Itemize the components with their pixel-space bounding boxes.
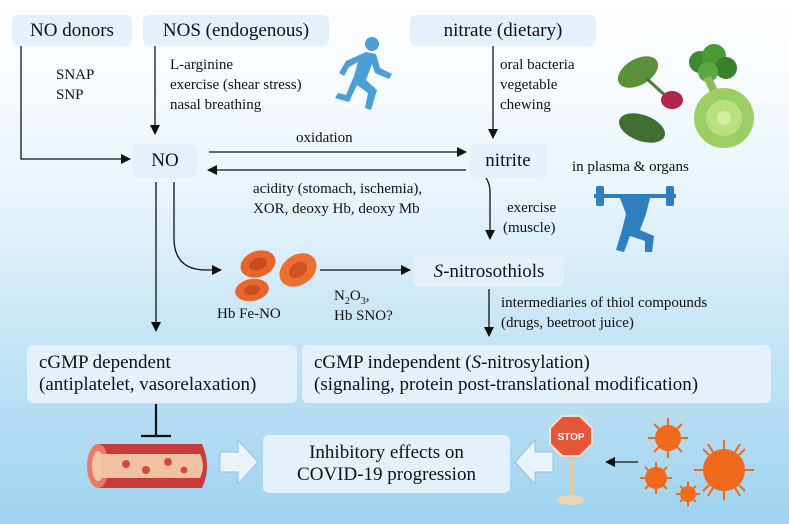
label-acidity: acidity (stomach, ischemia), xyxy=(253,181,423,197)
label-snp: SNP xyxy=(56,87,84,103)
box-no: NO xyxy=(133,144,197,178)
label-n2o3: N2O3, xyxy=(334,288,370,307)
cgmp-indep-title-a: cGMP independent ( xyxy=(314,352,472,373)
label-oral-bacteria: oral bacteria xyxy=(500,57,575,73)
arrow-exercise-muscle xyxy=(477,169,495,240)
s-italic: S xyxy=(433,260,444,282)
box-nos-endogenous: NOS (endogenous) xyxy=(143,15,329,46)
cgmp-dependent-title: cGMP dependent xyxy=(39,352,171,373)
s-nitrosothiols-text: -nitrosothiols xyxy=(443,260,545,282)
inhibition-bar xyxy=(141,404,171,438)
label-exercise-shear: exercise (shear stress) xyxy=(170,77,302,93)
weightlifter-icon xyxy=(594,186,676,252)
open-arrow-vessel-to-inhibitory xyxy=(219,438,259,486)
nitrate-text: nitrate (dietary) xyxy=(443,19,563,41)
vegetables-icon xyxy=(617,44,754,148)
box-s-nitrosothiols: S-nitrosothiols xyxy=(414,256,564,287)
box-cgmp-independent: cGMP independent (S-nitrosylation) (sign… xyxy=(302,345,771,403)
stop-text: STOP xyxy=(557,432,584,443)
inhibitory-line2: COVID-19 progression xyxy=(297,464,476,485)
arrow-donors-to-no xyxy=(20,46,131,164)
label-intermediaries: intermediaries of thiol compounds xyxy=(501,295,708,311)
label-drugs-beetroot: (drugs, beetroot juice) xyxy=(501,315,634,331)
label-in-plasma-organs: in plasma & organs xyxy=(572,159,689,175)
label-l-arginine: L-arginine xyxy=(170,57,234,73)
label-vegetable: vegetable xyxy=(500,77,558,93)
arrow-no-to-rbc xyxy=(173,182,222,275)
stop-sign-icon: STOP xyxy=(549,415,593,505)
cgmp-independent-detail: (signaling, protein post-translational m… xyxy=(314,374,699,395)
box-no-donors: NO donors xyxy=(12,15,132,46)
open-arrow-stop-to-inhibitory xyxy=(514,438,554,486)
label-chewing: chewing xyxy=(500,97,551,113)
box-inhibitory-effects: Inhibitory effects on COVID-19 progressi… xyxy=(263,435,510,493)
label-hb-fe-no: Hb Fe-NO xyxy=(217,306,281,322)
no-donors-text: NO donors xyxy=(30,19,114,41)
box-nitrate-dietary: nitrate (dietary) xyxy=(410,15,596,46)
label-hb-sno: Hb SNO? xyxy=(334,308,393,324)
no-text: NO xyxy=(151,150,179,171)
label-muscle: (muscle) xyxy=(503,220,556,236)
cgmp-dependent-detail: (antiplatelet, vasorelaxation) xyxy=(39,374,257,395)
label-snap: SNAP xyxy=(56,67,95,83)
blood-vessel-icon xyxy=(87,444,207,488)
red-blood-cells-icon xyxy=(235,250,317,302)
cgmp-indep-s-italic: S xyxy=(471,352,482,373)
nitrite-text: nitrite xyxy=(485,150,531,171)
label-oxidation: oxidation xyxy=(296,130,353,146)
label-xor-deoxy: XOR, deoxy Hb, deoxy Mb xyxy=(253,201,420,217)
nos-text: NOS (endogenous) xyxy=(162,19,310,41)
box-nitrite: nitrite xyxy=(470,144,546,178)
cgmp-indep-title-b: -nitrosylation) xyxy=(481,352,590,373)
runner-icon xyxy=(335,37,392,110)
label-exercise: exercise xyxy=(507,200,557,216)
inhibitory-line1: Inhibitory effects on xyxy=(309,442,464,463)
box-cgmp-dependent: cGMP dependent (antiplatelet, vasorelaxa… xyxy=(27,345,297,403)
virus-particles-icon xyxy=(640,418,754,506)
label-nasal-breathing: nasal breathing xyxy=(170,97,262,113)
